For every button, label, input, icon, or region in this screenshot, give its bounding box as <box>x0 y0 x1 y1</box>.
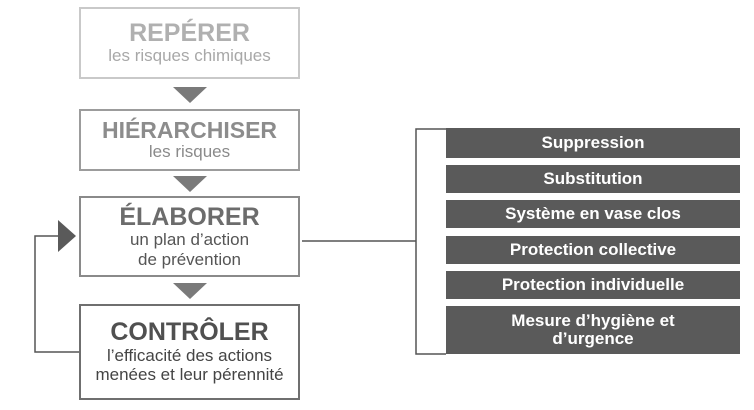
measure-label-line-2: d’urgence <box>552 329 634 348</box>
measure-label-line-1: Mesure d’hygiène et <box>511 311 675 331</box>
step-reperer: REPÉRER les risques chimiques <box>79 7 300 79</box>
feedback-arrow-head <box>58 220 76 252</box>
step-title: CONTRÔLER <box>110 318 269 347</box>
down-arrow-3 <box>173 283 207 299</box>
measure-label: Suppression <box>541 133 645 153</box>
step-subtitle: les risques chimiques <box>108 46 271 66</box>
measure-substitution: Substitution <box>446 165 740 193</box>
measures-bracket <box>415 128 446 355</box>
step-subtitle: les risques <box>148 142 231 162</box>
step-subtitle-line-2: de prévention <box>137 249 242 269</box>
down-arrow-2 <box>173 176 207 192</box>
step-title: HIÉRARCHISER <box>101 117 278 144</box>
measure-label: Protection collective <box>509 240 677 260</box>
measure-suppression: Suppression <box>446 128 740 158</box>
step-controler: CONTRÔLER l’efficacité des actions menée… <box>79 304 300 400</box>
step-subtitle-line-1: un plan d’action <box>129 230 250 250</box>
step-elaborer: ÉLABORER un plan d’action de prévention <box>79 196 300 277</box>
measure-hygiene-urgence: Mesure d’hygiène et d’urgence <box>446 306 740 354</box>
measure-label: Substitution <box>543 169 643 189</box>
measure-label: Protection individuelle <box>501 275 685 295</box>
step-hierarchiser: HIÉRARCHISER les risques <box>79 109 300 171</box>
measure-label: Système en vase clos <box>505 204 681 224</box>
step-title: REPÉRER <box>129 19 250 48</box>
measure-vase-clos: Système en vase clos <box>446 200 740 228</box>
down-arrow-1 <box>173 87 207 103</box>
feedback-loop-line <box>34 235 79 353</box>
step-subtitle-line-1: l’efficacité des actions <box>106 345 273 365</box>
step-subtitle-line-2: menées et leur pérennité <box>95 365 284 385</box>
measure-protection-collective: Protection collective <box>446 236 740 264</box>
measure-protection-individuelle: Protection individuelle <box>446 271 740 299</box>
step-title: ÉLABORER <box>119 202 260 231</box>
